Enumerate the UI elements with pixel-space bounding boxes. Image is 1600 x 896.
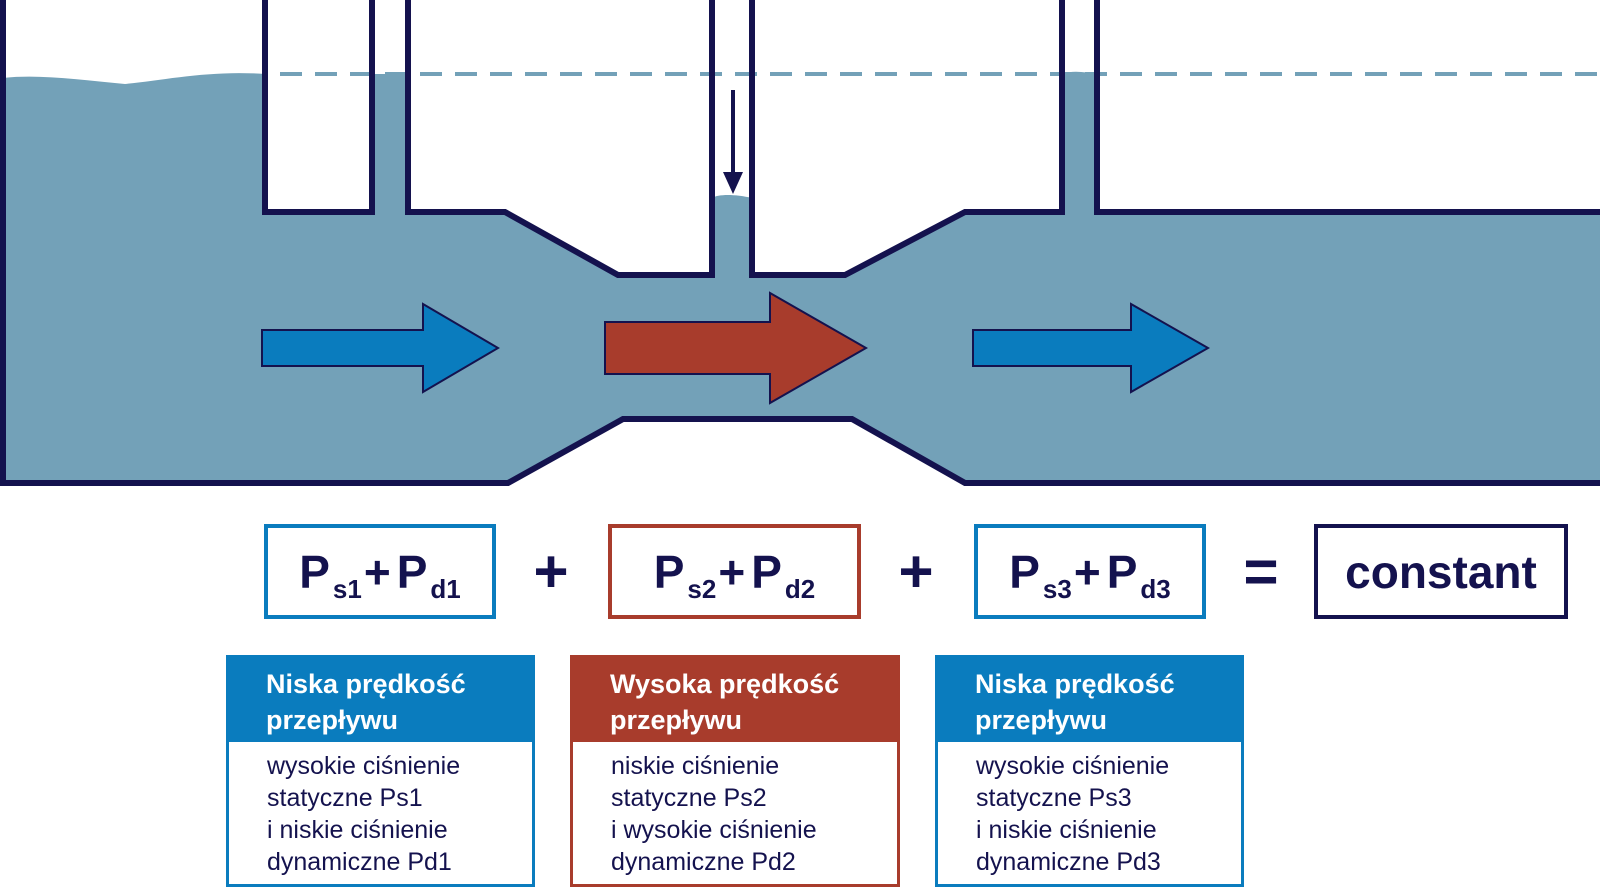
card-high-speed: Wysoka prędkość przepływu niskie ciśnien… — [570, 655, 900, 887]
term-p: P — [1009, 545, 1040, 598]
card-body-line: dynamiczne Pd1 — [267, 848, 452, 876]
card-header-line: Niska prędkość — [266, 669, 466, 699]
right-arrow-icon — [604, 291, 869, 405]
card-body-line: dynamiczne Pd3 — [976, 848, 1161, 876]
card-body-line: statyczne Ps1 — [267, 784, 423, 812]
card-body: niskie ciśnienie statyczne Ps2 i wysokie… — [573, 742, 897, 878]
card-body-line: statyczne Ps3 — [976, 784, 1132, 812]
term-plus: + — [718, 545, 746, 598]
card-low-speed-1: Niska prędkość przepływu wysokie ciśnien… — [226, 655, 535, 887]
term-p: P — [751, 545, 782, 598]
card-body-line: dynamiczne Pd2 — [611, 848, 796, 876]
plus-operator: + — [898, 538, 934, 605]
term-static-subscript: s1 — [332, 574, 362, 604]
equation-result: constant — [1314, 524, 1568, 619]
down-arrow-icon — [723, 90, 743, 194]
card-body: wysokie ciśnienie statyczne Ps3 i niskie… — [938, 742, 1241, 878]
term-p: P — [396, 545, 428, 598]
card-header: Wysoka prędkość przepływu — [573, 658, 897, 742]
card-body-line: niskie ciśnienie — [611, 752, 780, 780]
term-static-subscript: s2 — [687, 574, 717, 604]
card-body-line: i niskie ciśnienie — [976, 816, 1157, 844]
equation-term-1: P s1 + P d1 — [264, 524, 496, 619]
card-low-speed-3: Niska prędkość przepływu wysokie ciśnien… — [935, 655, 1244, 887]
term-plus: + — [363, 545, 391, 598]
equals-operator: = — [1243, 538, 1279, 605]
card-body-line: statyczne Ps2 — [611, 784, 767, 812]
term-p: P — [299, 545, 330, 598]
card-header-line: przepływu — [610, 705, 743, 735]
result-text: constant — [1345, 545, 1537, 598]
equation-term-3: P s3 + P d3 — [974, 524, 1206, 619]
venturi-diagram — [0, 0, 1600, 486]
term-dynamic-subscript: d3 — [1140, 574, 1171, 604]
card-body-line: i wysokie ciśnienie — [611, 816, 817, 844]
card-header: Niska prędkość przepływu — [229, 658, 532, 742]
card-header-line: przepływu — [266, 705, 399, 735]
card-header: Niska prędkość przepływu — [938, 658, 1241, 742]
term-p: P — [1106, 545, 1138, 598]
card-body-line: wysokie ciśnienie — [267, 752, 461, 780]
equation-term-2: P s2 + P d2 — [608, 524, 861, 619]
right-arrow-icon — [261, 302, 500, 394]
card-body-line: wysokie ciśnienie — [976, 752, 1170, 780]
term-dynamic-subscript: d1 — [430, 574, 461, 604]
pipe-outline — [0, 0, 1600, 486]
term-static-subscript: s3 — [1042, 574, 1072, 604]
term-p: P — [653, 545, 685, 598]
plus-operator: + — [533, 538, 569, 605]
card-body-line: i niskie ciśnienie — [267, 816, 448, 844]
card-header-line: Niska prędkość — [975, 669, 1175, 699]
right-arrow-icon — [972, 302, 1211, 394]
card-header-line: Wysoka prędkość — [610, 669, 840, 699]
term-dynamic-subscript: d2 — [784, 574, 816, 604]
card-body: wysokie ciśnienie statyczne Ps1 i niskie… — [229, 742, 532, 878]
card-header-line: przepływu — [975, 705, 1108, 735]
term-plus: + — [1073, 545, 1101, 598]
